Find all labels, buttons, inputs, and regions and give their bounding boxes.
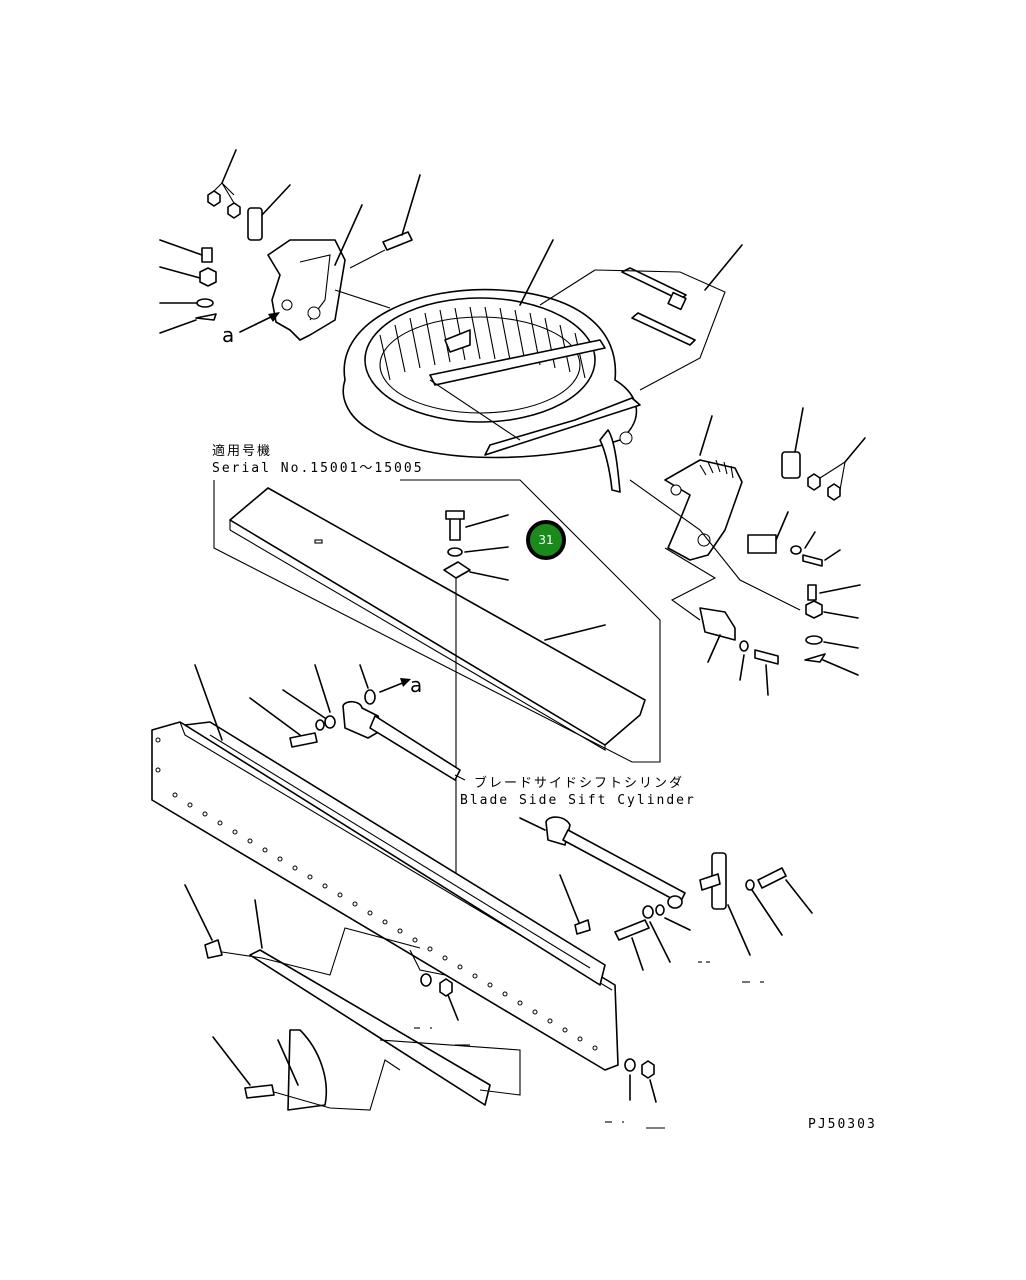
serial-label-en: Serial No.15001～15005 — [212, 461, 424, 476]
view-marker-a-right: a — [410, 673, 422, 697]
view-marker-a-left: a — [222, 323, 234, 347]
right-bracket-assembly — [629, 407, 866, 696]
serial-label-jp: 適用号機 — [212, 443, 272, 459]
circle-assembly — [334, 239, 743, 493]
blade-bolt-holes — [155, 737, 598, 1051]
cylinder-label-en: Blade Side Sift Cylinder — [460, 793, 696, 808]
cylinder-label-jp: ブレードサイドシフトシリンダ — [474, 775, 684, 791]
callout-31[interactable]: 31 — [526, 520, 566, 560]
drawing-code: PJ50303 — [808, 1117, 877, 1132]
left-bracket-assembly: a — [159, 149, 421, 347]
callout-31-number: 31 — [538, 533, 553, 547]
cylinder-assembly: a ブレードサイドシフトシリンダ Blade Side Sift Cylinde… — [249, 664, 813, 971]
serial-box: 適用号機 Serial No.15001～15005 — [212, 443, 661, 890]
blade-assembly — [151, 664, 764, 1129]
